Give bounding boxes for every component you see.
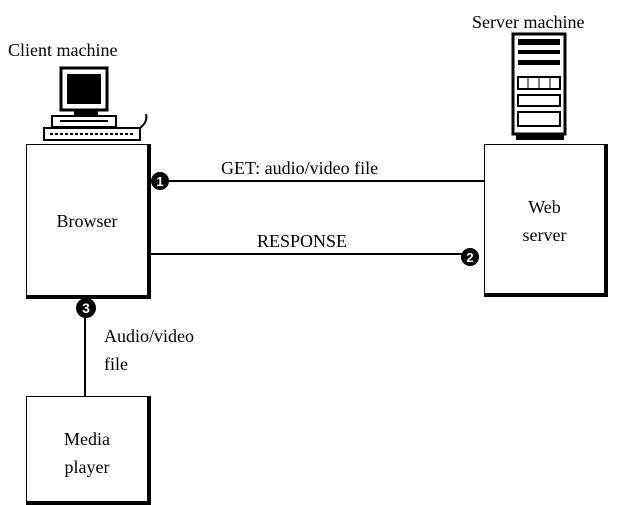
browser-box: Browser	[26, 144, 151, 299]
web-server-label-line2: server	[522, 225, 567, 245]
audio-video-file-label-line1: Audio/video	[104, 326, 194, 346]
svg-text:2: 2	[466, 250, 473, 265]
browser-label: Browser	[56, 211, 118, 231]
computer-icon	[43, 66, 148, 141]
step-2-marker: 2	[461, 248, 479, 266]
svg-text:3: 3	[82, 300, 90, 316]
step-1-marker: 1	[151, 172, 169, 190]
get-request-label: GET: audio/video file	[221, 158, 379, 178]
client-machine-label: Client machine	[8, 40, 118, 60]
web-server-box: Web server	[484, 144, 608, 297]
step-3-marker: 3	[76, 298, 96, 318]
media-player-label-line1: Media	[64, 429, 110, 449]
media-player-label-line2: player	[64, 457, 110, 477]
response-label: RESPONSE	[257, 231, 348, 251]
media-player-box: Media player	[26, 396, 151, 505]
server-machine-label: Server machine	[472, 12, 585, 32]
server-tower-icon	[511, 32, 567, 140]
svg-text:1: 1	[156, 174, 163, 189]
web-server-label-line1: Web	[528, 197, 561, 217]
audio-video-file-label-line2: file	[104, 354, 128, 374]
